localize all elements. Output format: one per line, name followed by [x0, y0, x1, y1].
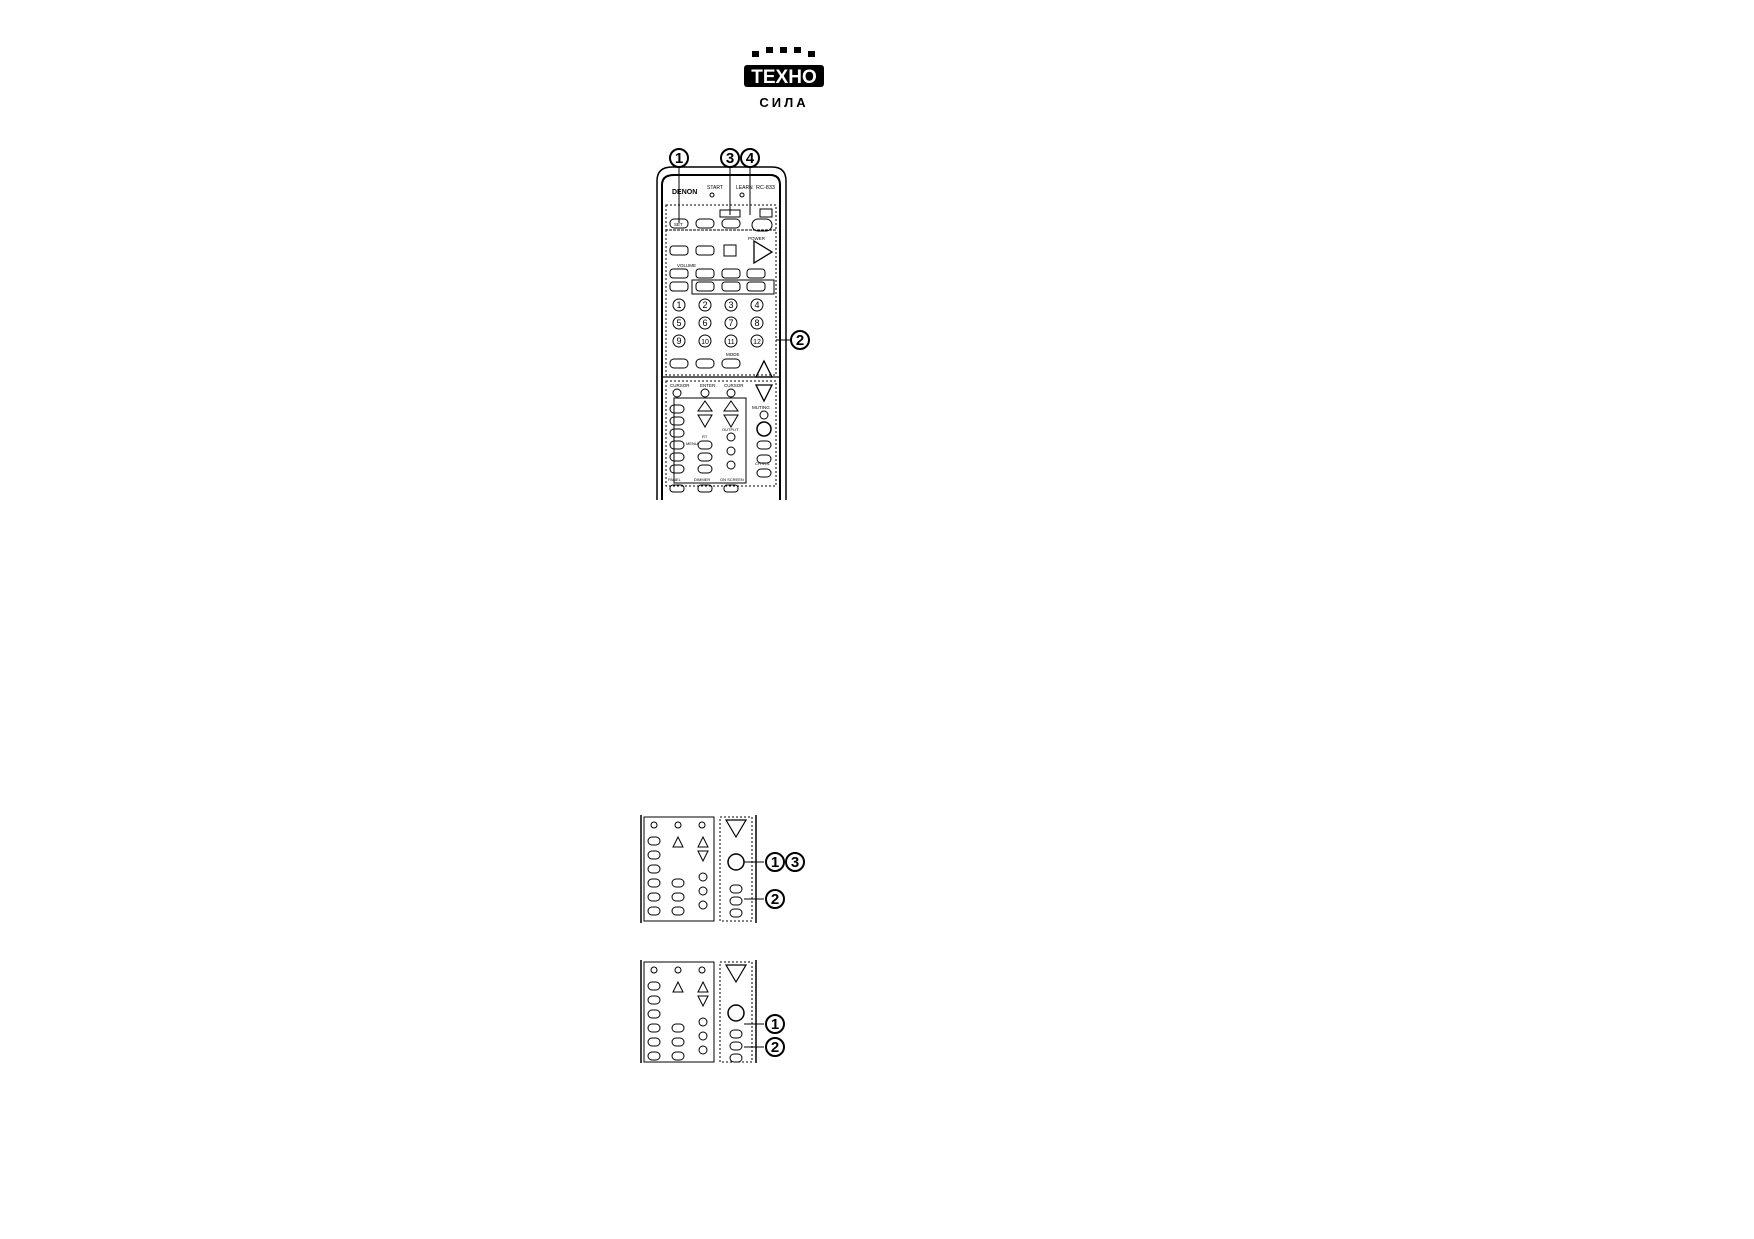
logo-graphic: ТЕХНО СИЛА — [744, 47, 824, 110]
key-10[interactable]: 10 — [701, 339, 709, 346]
key-6[interactable]: 6 — [702, 318, 707, 328]
muting-label: MUTING — [752, 405, 770, 410]
detail1-callout-2: 2 — [765, 889, 785, 909]
ch-vol-label: CH VOL — [755, 461, 771, 466]
brand-label: DENON — [672, 189, 697, 196]
callout-3: 3 — [720, 148, 740, 168]
detail1-callout-1: 1 — [765, 852, 785, 872]
mode-label: MODE — [726, 352, 740, 357]
remote-illustration: DENON START LEARN RC-833 SET POWER VOLUM… — [656, 160, 790, 500]
cursor-label: CURSOR — [670, 383, 690, 388]
key-7[interactable]: 7 — [728, 318, 733, 328]
dimmer-label: DIMMER — [694, 477, 710, 482]
detail-view-1-illustration — [640, 815, 764, 923]
main-remote-diagram: DENON START LEARN RC-833 SET POWER VOLUM… — [652, 145, 832, 500]
key-9[interactable]: 9 — [676, 336, 681, 346]
learn-label: LEARN — [736, 185, 753, 191]
key-3[interactable]: 3 — [728, 300, 733, 310]
number-keys: 1 2 3 4 5 6 7 8 9 10 11 12 — [672, 298, 764, 348]
rt-label: RT — [702, 434, 708, 439]
start-label: START — [707, 185, 723, 191]
logo-top-text: ТЕХНО — [751, 67, 816, 88]
panel-label: PANEL — [668, 477, 682, 482]
key-12[interactable]: 12 — [753, 339, 761, 346]
enter-label: ENTER — [700, 383, 716, 388]
techno-sila-logo: ТЕХНО СИЛА — [740, 45, 830, 115]
volume-label: VOLUME — [677, 263, 696, 268]
key-8[interactable]: 8 — [754, 318, 759, 328]
callout-4: 4 — [740, 148, 760, 168]
callout-1: 1 — [669, 148, 689, 168]
detail2-callout-1: 1 — [765, 1014, 785, 1034]
set-label: SET — [674, 222, 683, 227]
detail-view-2-illustration — [640, 960, 764, 1063]
key-4[interactable]: 4 — [754, 300, 759, 310]
key-5[interactable]: 5 — [676, 318, 681, 328]
output-label: OUTPUT — [722, 427, 739, 432]
key-1[interactable]: 1 — [676, 300, 681, 310]
model-label: RC-833 — [756, 185, 775, 191]
on-screen-label: ON SCREEN — [720, 477, 744, 482]
power-label: POWER — [748, 236, 766, 241]
callout-2: 2 — [790, 330, 810, 350]
key-2[interactable]: 2 — [702, 300, 707, 310]
detail-view-1: 1 3 2 — [638, 815, 818, 925]
cursor-label-2: CURSOR — [724, 383, 744, 388]
detail2-callout-2: 2 — [765, 1037, 785, 1057]
detail1-callout-3: 3 — [785, 852, 805, 872]
key-11[interactable]: 11 — [727, 339, 734, 346]
logo-bottom-text: СИЛА — [759, 95, 808, 110]
menu-label: MENU — [686, 441, 698, 446]
detail-view-2: 1 2 — [638, 960, 818, 1065]
